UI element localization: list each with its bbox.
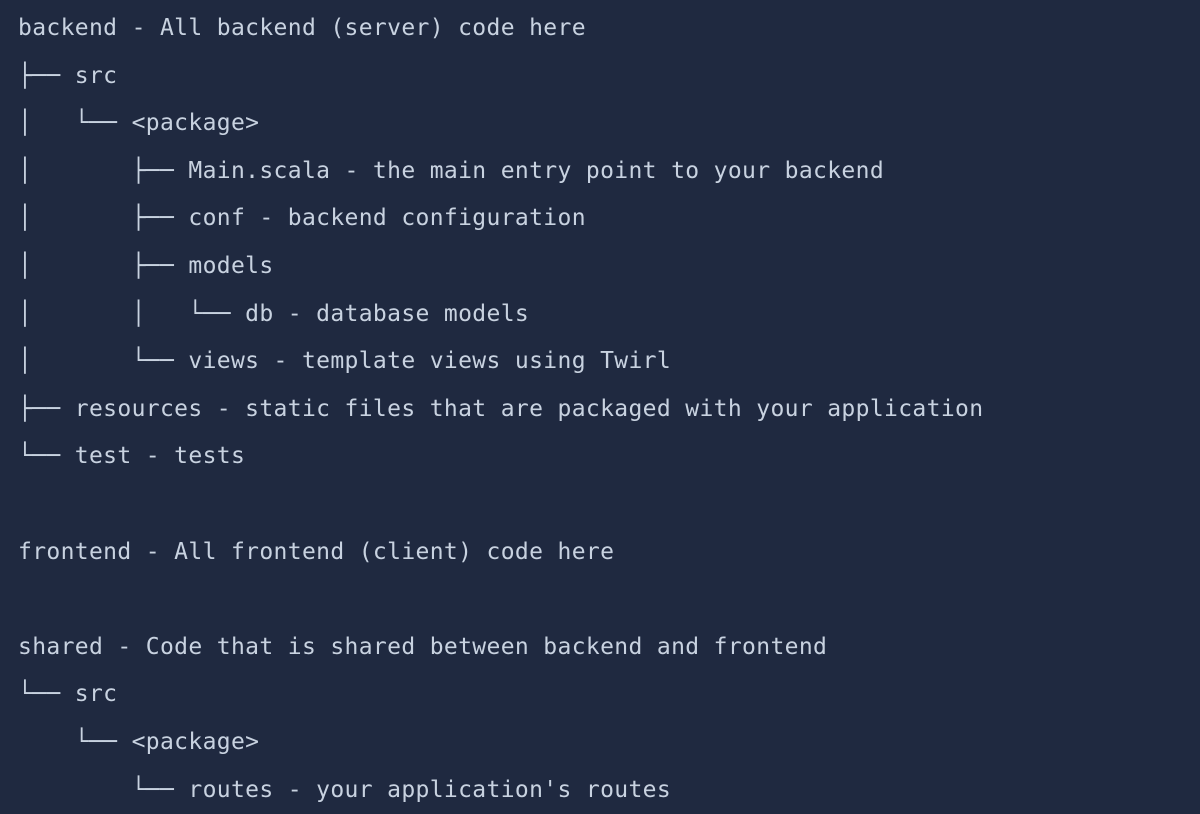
tree-line-views: │ └── views - template views using Twirl [18,348,672,375]
tree-line-db: │ │ └── db - database models [18,300,530,327]
tree-line-frontend-root: frontend - All frontend (client) code he… [18,538,615,565]
tree-line-conf: │ ├── conf - backend configuration [18,205,586,232]
tree-line-shared-src: └── src [18,681,118,708]
tree-line-test: └── test - tests [18,443,246,470]
tree-line-blank-2 [18,576,1190,624]
tree-line-routes: └── routes - your application's routes [18,776,672,803]
tree-line-resources: ├── resources - static files that are pa… [18,395,984,422]
tree-line-shared-root: shared - Code that is shared between bac… [18,633,828,660]
tree-line-main-scala: │ ├── Main.scala - the main entry point … [18,157,885,184]
tree-line-models: │ ├── models [18,252,274,279]
tree-line-shared-package: └── <package> [18,728,260,755]
tree-line-blank-1 [18,481,1190,529]
tree-line-backend-package: │ └── <package> [18,110,260,137]
tree-line-backend-root: backend - All backend (server) code here [18,15,586,41]
tree-line-backend-src: ├── src [18,62,118,89]
